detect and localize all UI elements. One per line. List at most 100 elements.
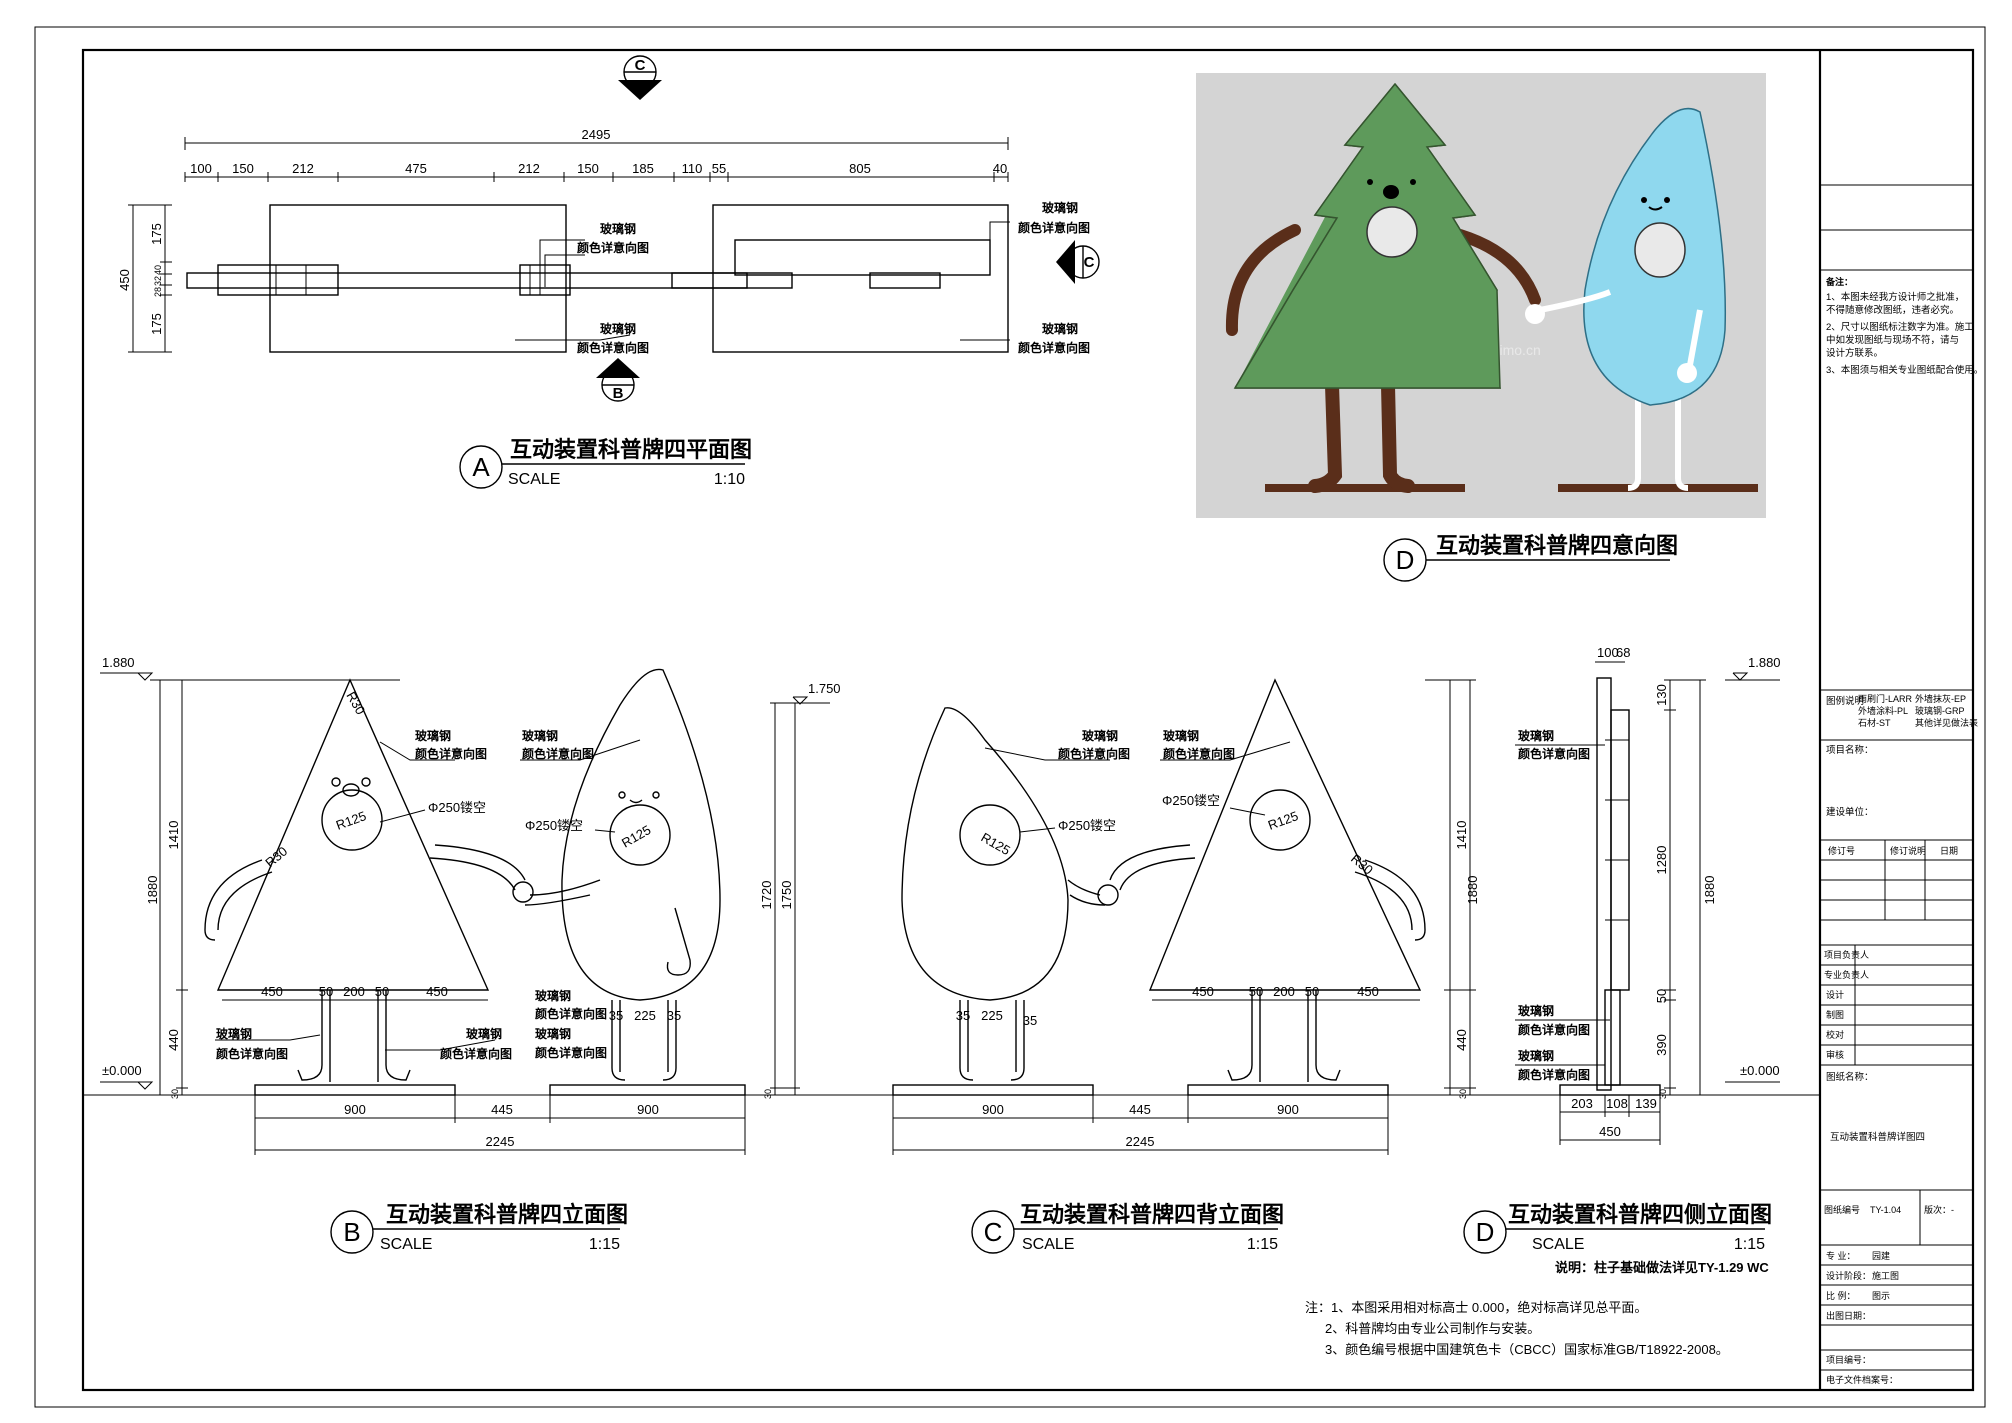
svg-text:颜色详意向图: 颜色详意向图	[1518, 1022, 1590, 1037]
svg-text:225: 225	[634, 1008, 656, 1023]
svg-text:40: 40	[993, 161, 1007, 176]
title-d: D 互动装置科普牌四意向图	[1383, 533, 1678, 582]
svg-text:颜色详意向图: 颜色详意向图	[522, 746, 594, 761]
svg-text:建设单位：: 建设单位：	[1826, 806, 1874, 818]
svg-text:C: C	[984, 1217, 1003, 1247]
svg-text:50: 50	[319, 984, 333, 999]
svg-text:50: 50	[1249, 984, 1263, 999]
svg-text:R30: R30	[262, 843, 290, 870]
svg-text:R125: R125	[1266, 808, 1300, 833]
tree-ground	[1265, 484, 1465, 492]
svg-text:Φ250镂空: Φ250镂空	[525, 818, 583, 833]
svg-text:225: 225	[981, 1008, 1003, 1023]
svg-text:28: 28	[153, 287, 163, 297]
svg-text:图纸编号: 图纸编号	[1824, 1204, 1860, 1215]
svg-text:50: 50	[1305, 984, 1319, 999]
svg-text:比 例：: 比 例：	[1826, 1290, 1856, 1301]
svg-text:900: 900	[982, 1102, 1004, 1117]
svg-text:修订号: 修订号	[1828, 845, 1855, 856]
svg-text:200: 200	[1273, 984, 1295, 999]
svg-text:2、尺寸以图纸标注数字为准。施工: 2、尺寸以图纸标注数字为准。施工	[1826, 321, 1974, 333]
svg-text:450: 450	[1599, 1124, 1621, 1139]
svg-text:玻璃钢: 玻璃钢	[522, 728, 558, 743]
column-note: 说明：柱子基础做法详见TY-1.29 WC	[1555, 1260, 1769, 1275]
svg-text:805: 805	[849, 161, 871, 176]
svg-text:1:15: 1:15	[1247, 1236, 1278, 1253]
svg-text:颜色详意向图: 颜色详意向图	[1518, 1067, 1590, 1082]
svg-text:175: 175	[149, 313, 164, 335]
svg-text:450: 450	[426, 984, 448, 999]
title-e: D 互动装置科普牌四侧立面图 SCALE 1:15	[1463, 1202, 1772, 1254]
svg-text:雨刷门-LARR: 雨刷门-LARR	[1858, 693, 1913, 704]
svg-text:900: 900	[344, 1102, 366, 1117]
svg-text:颜色详意向图: 颜色详意向图	[535, 1006, 607, 1021]
svg-text:设计阶段：: 设计阶段：	[1826, 1270, 1871, 1281]
svg-text:30: 30	[763, 1089, 773, 1099]
section-mark-c-right: C	[1056, 240, 1100, 284]
svg-text:30: 30	[1458, 1089, 1468, 1099]
svg-text:1:15: 1:15	[1734, 1236, 1765, 1253]
svg-text:450: 450	[1357, 984, 1379, 999]
drop-ground	[1558, 484, 1758, 492]
svg-text:450: 450	[1192, 984, 1214, 999]
svg-text:石材-ST: 石材-ST	[1858, 717, 1891, 728]
svg-text:1、本图未经我方设计师之批准，: 1、本图未经我方设计师之批准，	[1826, 291, 1964, 303]
svg-text:±0.000: ±0.000	[1740, 1063, 1780, 1078]
svg-text:颜色详意向图: 颜色详意向图	[1518, 746, 1590, 761]
svg-text:互动装置科普牌详图四: 互动装置科普牌详图四	[1830, 1131, 1925, 1143]
svg-text:108: 108	[1606, 1096, 1628, 1111]
svg-text:150: 150	[577, 161, 599, 176]
svg-text:1:10: 1:10	[714, 471, 745, 488]
side-elevation: 100 68 玻璃钢 颜色详意向图 玻璃钢 颜色详意向图 玻璃钢 颜色详意向图 …	[1463, 645, 1781, 1275]
section-mark-b-bottom: B	[596, 358, 640, 402]
svg-text:A: A	[472, 452, 490, 482]
svg-text:注：1、本图采用相对标高士 0.000，绝对标高详见总平面。: 注：1、本图采用相对标高士 0.000，绝对标高详见总平面。	[1305, 1300, 1647, 1315]
svg-text:颜色详意向图: 颜色详意向图	[415, 746, 487, 761]
svg-text:互动装置科普牌四背立面图: 互动装置科普牌四背立面图	[1020, 1202, 1284, 1227]
svg-text:35: 35	[1023, 1013, 1037, 1028]
svg-text:30: 30	[170, 1089, 180, 1099]
svg-text:颜色详意向图: 颜色详意向图	[1058, 746, 1130, 761]
svg-text:1880: 1880	[1465, 876, 1480, 905]
title-a: A 互动装置科普牌四平面图 SCALE 1:10	[459, 437, 752, 489]
svg-text:1750: 1750	[779, 881, 794, 910]
svg-text:R125: R125	[619, 822, 653, 851]
svg-text:玻璃钢: 玻璃钢	[1042, 200, 1078, 215]
svg-text:R125: R125	[334, 808, 368, 833]
svg-text:1.750: 1.750	[808, 681, 841, 696]
svg-text:玻璃钢: 玻璃钢	[600, 321, 636, 336]
svg-text:150: 150	[232, 161, 254, 176]
svg-text:212: 212	[292, 161, 314, 176]
svg-text:图例说明: 图例说明	[1826, 695, 1864, 707]
title-block: 备注： 1、本图未经我方设计师之批准， 不得随意修改图纸，违者必究。 2、尺寸以…	[1820, 184, 1983, 1385]
svg-text:1880: 1880	[145, 876, 160, 905]
svg-text:备注：: 备注：	[1825, 276, 1853, 287]
svg-text:玻璃钢: 玻璃钢	[466, 1026, 502, 1041]
svg-text:1410: 1410	[1454, 821, 1469, 850]
svg-text:玻璃钢: 玻璃钢	[216, 1026, 252, 1041]
svg-text:C: C	[635, 57, 646, 74]
svg-text:1880: 1880	[1702, 876, 1717, 905]
svg-text:32: 32	[153, 276, 163, 286]
svg-text:玻璃钢: 玻璃钢	[1082, 728, 1118, 743]
svg-text:颜色详意向图: 颜色详意向图	[577, 340, 649, 355]
svg-text:D: D	[1396, 545, 1415, 575]
svg-text:专 业：: 专 业：	[1826, 1250, 1856, 1261]
svg-text:玻璃钢-GRP: 玻璃钢-GRP	[1915, 705, 1965, 716]
plan-segment-ticks	[184, 172, 1009, 182]
svg-text:园建: 园建	[1872, 1250, 1890, 1261]
svg-text:185: 185	[632, 161, 654, 176]
svg-text:玻璃钢: 玻璃钢	[600, 221, 636, 236]
svg-text:68: 68	[1616, 645, 1630, 660]
svg-text:440: 440	[166, 1029, 181, 1051]
svg-text:900: 900	[1277, 1102, 1299, 1117]
svg-text:颜色详意向图: 颜色详意向图	[577, 240, 649, 255]
svg-text:450: 450	[117, 269, 132, 291]
svg-text:1.880: 1.880	[1748, 655, 1781, 670]
inner-border	[81, 48, 1975, 1392]
elevation-view-c: 35 225 35 R125 Φ250镂空 玻璃钢 颜色详意向图 450 50 …	[892, 678, 1480, 1254]
svg-text:颜色详意向图: 颜色详意向图	[440, 1046, 512, 1061]
svg-text:互动装置科普牌四平面图: 互动装置科普牌四平面图	[510, 437, 752, 462]
svg-text:设计: 设计	[1826, 989, 1844, 1000]
